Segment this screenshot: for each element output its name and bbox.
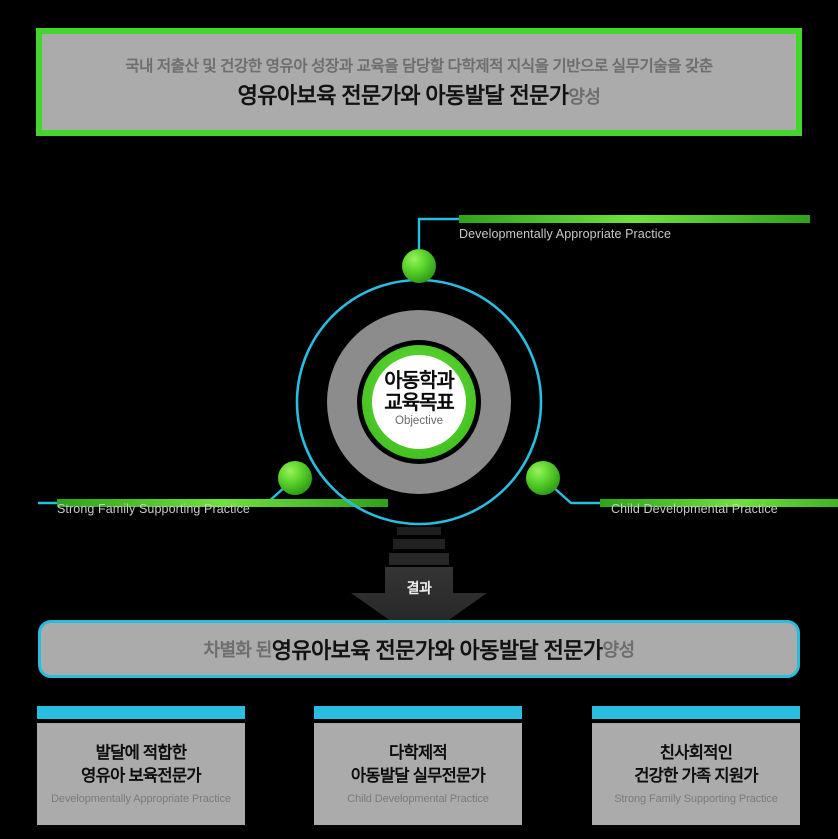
- objective-disc: [372, 355, 466, 449]
- header-title-weak: 양성: [568, 87, 601, 107]
- node-top[interactable]: [402, 249, 436, 283]
- result-prefix: 차별화 된: [203, 640, 273, 660]
- objective-diagram: Developmentally Appropriate Practice Str…: [0, 150, 838, 620]
- card-subtitle: Strong Family Supporting Practice: [614, 792, 778, 805]
- branch-label-top: Developmentally Appropriate Practice: [459, 227, 672, 241]
- outcome-card-1[interactable]: 발달에 적합한 영유아 보육전문가 Developmentally Approp…: [37, 706, 245, 825]
- node-right[interactable]: [526, 461, 560, 495]
- card-title-line2: 아동발달 실무전문가: [350, 766, 486, 785]
- header-title-strong: 영유아보육 전문가와 아동발달 전문가: [237, 83, 569, 108]
- card-title-line1: 다학제적: [389, 744, 448, 763]
- header-subtitle: 국내 저출산 및 건강한 영유아 성장과 교육을 담당할 다학제적 지식을 기반…: [125, 58, 713, 75]
- card-body: 발달에 적합한 영유아 보육전문가 Developmentally Approp…: [37, 723, 245, 825]
- result-strong: 영유아보육 전문가와 아동발달 전문가: [271, 638, 603, 663]
- result-bar: 차별화 된 영유아보육 전문가와 아동발달 전문가 양성: [38, 620, 800, 678]
- outcome-card-2[interactable]: 다학제적 아동발달 실무전문가 Child Developmental Prac…: [314, 706, 522, 825]
- result-suffix: 양성: [602, 640, 636, 660]
- card-accent-bar: [314, 706, 522, 719]
- result-arrow: [351, 527, 487, 620]
- diagram-graphics: [38, 215, 838, 620]
- arrow-label: 결과: [406, 580, 432, 596]
- card-title-line1: 친사회적인: [659, 744, 733, 763]
- card-body: 친사회적인 건강한 가족 지원가 Strong Family Supportin…: [592, 723, 800, 825]
- card-body: 다학제적 아동발달 실무전문가 Child Developmental Prac…: [314, 723, 522, 825]
- card-subtitle: Developmentally Appropriate Practice: [51, 792, 231, 805]
- branch-label-right: Child Developmental Practice: [611, 502, 778, 516]
- card-accent-bar: [37, 706, 245, 719]
- card-subtitle: Child Developmental Practice: [347, 792, 489, 805]
- card-accent-bar: [592, 706, 800, 719]
- card-title-line2: 건강한 가족 지원가: [634, 766, 758, 785]
- card-title-line1: 발달에 적합한: [95, 744, 187, 763]
- card-title-line2: 영유아 보육전문가: [81, 766, 201, 785]
- header-panel: 국내 저출산 및 건강한 영유아 성장과 교육을 담당할 다학제적 지식을 기반…: [42, 34, 796, 130]
- branch-label-left: Strong Family Supporting Practice: [57, 502, 250, 516]
- node-left[interactable]: [278, 461, 312, 495]
- outcome-cards: 발달에 적합한 영유아 보육전문가 Developmentally Approp…: [0, 706, 838, 831]
- outcome-card-3[interactable]: 친사회적인 건강한 가족 지원가 Strong Family Supportin…: [592, 706, 800, 825]
- header-banner: 국내 저출산 및 건강한 영유아 성장과 교육을 담당할 다학제적 지식을 기반…: [36, 28, 802, 136]
- header-title: 영유아보육 전문가와 아동발달 전문가양성: [238, 78, 601, 110]
- branch-bars: [57, 215, 838, 507]
